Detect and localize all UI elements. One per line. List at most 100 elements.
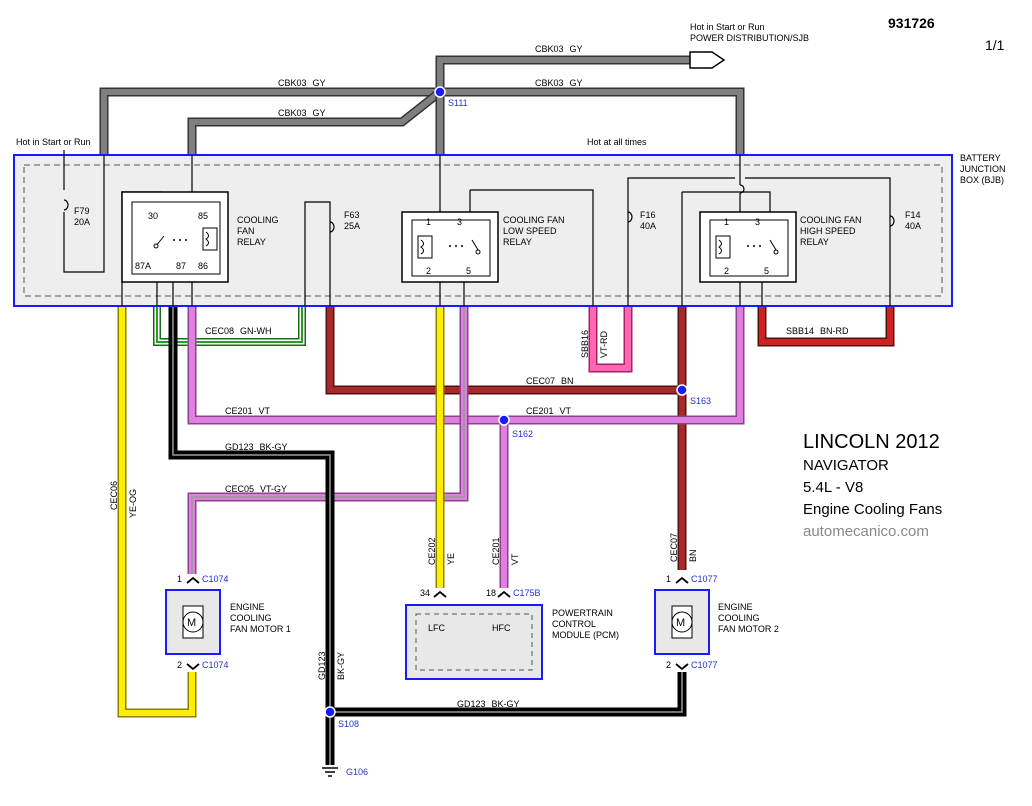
c1077-top-pin: 1 — [666, 574, 671, 584]
motor-1-symbol: M — [187, 617, 196, 629]
wire-label-gd123-v: GD123 — [317, 651, 327, 680]
relay-hs-pin-2: 2 — [724, 266, 729, 276]
wire-gd123 — [168, 306, 687, 765]
relay-cf-pin-30: 30 — [148, 211, 158, 221]
fuse-f14-rating: 40A — [905, 221, 921, 231]
connector-chevrons — [186, 576, 689, 671]
pcm-connector-id: C175B — [513, 588, 541, 598]
relay-cooling-fan-line2: FAN — [237, 226, 255, 236]
wire-sbb16 — [588, 306, 633, 373]
doc-number: 931726 — [888, 15, 935, 31]
relay-ls-pin-3: 3 — [457, 217, 462, 227]
fuse-f63-id: F63 — [344, 210, 360, 220]
title-system: Engine Cooling Fans — [803, 501, 942, 518]
relay-cooling-fan-line1: COOLING — [237, 215, 279, 225]
splice-s108-label: S108 — [338, 719, 359, 729]
splice-s111-label: S111 — [448, 98, 468, 108]
relay-low-speed-line2: LOW SPEED — [503, 226, 557, 236]
splices — [324, 86, 688, 718]
relay-cooling-fan — [121, 191, 229, 283]
relay-cf-pin-85: 85 — [198, 211, 208, 221]
motor-2-symbol: M — [676, 617, 685, 629]
splice-s163-dot — [676, 384, 688, 396]
wire-label-cec06-color: YE-OG — [128, 489, 138, 518]
top-feed-line1: Hot in Start or Run — [690, 22, 765, 32]
pcm-pin-18: 18 — [486, 588, 496, 598]
c1077-bot-pin: 2 — [666, 660, 671, 670]
splice-s108-dot — [324, 706, 336, 718]
relay-high-speed-line2: HIGH SPEED — [800, 226, 856, 236]
wire-label-sbb16: SBB16 — [580, 330, 590, 358]
pcm-lfc: LFC — [428, 623, 446, 633]
wires — [99, 55, 895, 765]
wire-label-cec07-v: CEC07 — [669, 533, 679, 562]
motor-2-line3: FAN MOTOR 2 — [718, 624, 779, 634]
pcm-module — [405, 604, 543, 680]
relay-ls-pin-5: 5 — [466, 266, 471, 276]
relay-hs-pin-1: 1 — [724, 217, 729, 227]
motor-1-line2: COOLING — [230, 613, 272, 623]
wire-label-gd123-v-color: BK-GY — [336, 652, 346, 680]
relay-low-speed-line3: RELAY — [503, 237, 532, 247]
c1077-top-id: C1077 — [691, 574, 718, 584]
relay-cf-pin-86: 86 — [198, 261, 208, 271]
relay-ls-pin-1: 1 — [426, 217, 431, 227]
relay-low-speed — [401, 211, 499, 283]
pcm-pin-34: 34 — [420, 588, 430, 598]
relay-cooling-fan-line3: RELAY — [237, 237, 266, 247]
c1074-top-id: C1074 — [202, 574, 229, 584]
wire-label-cec07-v-color: BN — [688, 549, 698, 562]
wire-label-cec06: CEC06 — [109, 481, 119, 510]
always-hot-label: Hot at all times — [587, 137, 647, 147]
title-make-year: LINCOLN 2012 — [803, 431, 940, 453]
motor-1-line3: FAN MOTOR 1 — [230, 624, 291, 634]
pcm-hfc: HFC — [492, 623, 511, 633]
wire-cec08 — [153, 306, 306, 346]
wire-cbk03-group — [99, 55, 745, 155]
bjb-label-line2: JUNCTION — [960, 164, 1006, 174]
title-model: NAVIGATOR — [803, 457, 889, 474]
relay-high-speed — [699, 211, 797, 283]
fuse-f16-rating: 40A — [640, 221, 656, 231]
wire-label-ce202-color: YE — [446, 553, 456, 565]
relay-high-speed-line1: COOLING FAN — [800, 215, 862, 225]
pcm-line3: MODULE (PCM) — [552, 630, 619, 640]
splice-s111-dot — [434, 86, 446, 98]
pcm-line2: CONTROL — [552, 619, 596, 629]
bjb-label-line3: BOX (BJB) — [960, 175, 1004, 185]
wire-sbb14 — [757, 306, 895, 347]
motor-2-line1: ENGINE — [718, 602, 753, 612]
fuse-f63-rating: 25A — [344, 221, 360, 231]
relay-high-speed-line3: RELAY — [800, 237, 829, 247]
bjb-label-line1: BATTERY — [960, 153, 1001, 163]
fuse-f16-id: F16 — [640, 210, 656, 220]
left-feed-label: Hot in Start or Run — [16, 137, 91, 147]
ground-g106-label: G106 — [346, 767, 368, 777]
wire-label-ce201-v-color: VT — [510, 553, 520, 565]
wire-cec06 — [117, 306, 197, 718]
power-distribution-arrow — [689, 51, 726, 69]
relay-cf-pin-87: 87 — [176, 261, 186, 271]
fan-motor-1 — [165, 589, 221, 655]
top-feed-line2: POWER DISTRIBUTION/SJB — [690, 33, 809, 43]
relay-ls-pin-2: 2 — [426, 266, 431, 276]
title-engine: 5.4L - V8 — [803, 479, 863, 496]
splice-s163-label: S163 — [690, 396, 711, 406]
wire-label-ce201-v: CE201 — [491, 537, 501, 565]
splice-s162-dot — [498, 414, 510, 426]
pcm-line1: POWERTRAIN — [552, 608, 613, 618]
wire-cec07 — [325, 306, 687, 570]
page-number: 1/1 — [985, 37, 1005, 53]
wire-label-ce202: CE202 — [427, 537, 437, 565]
